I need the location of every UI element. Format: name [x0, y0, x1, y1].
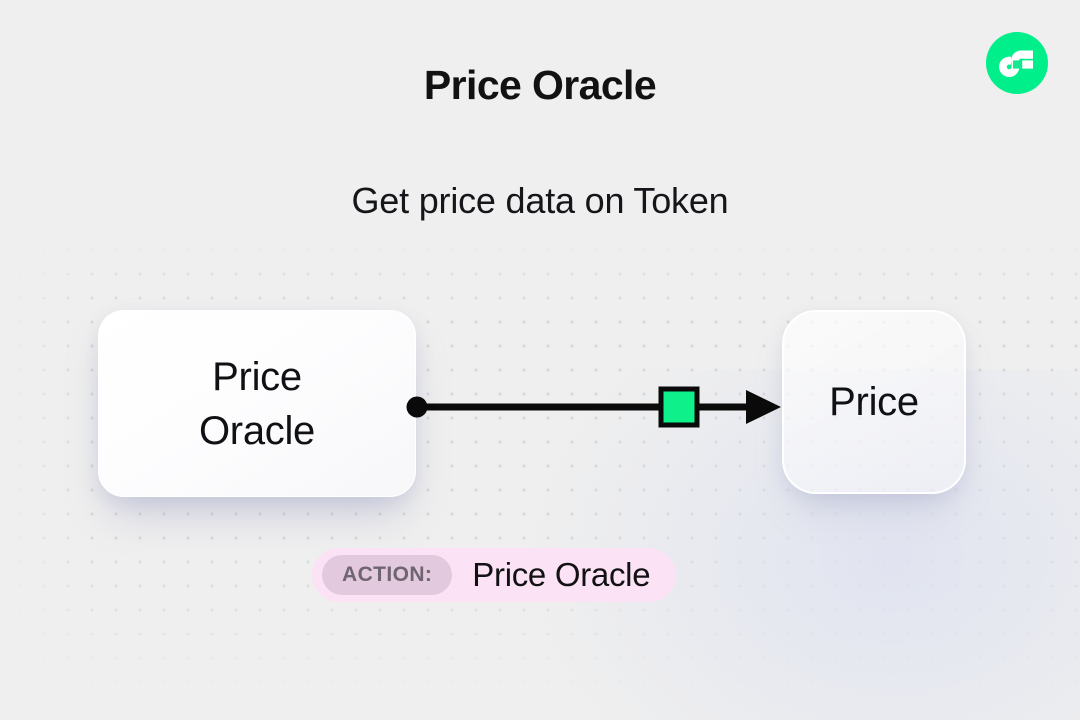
- node-price[interactable]: Price: [782, 310, 966, 494]
- page-subtitle: Get price data on Token: [351, 180, 729, 221]
- page-title: Price Oracle: [423, 62, 657, 108]
- node-price-label: Price: [829, 380, 919, 424]
- action-badge-label: ACTION:: [322, 555, 453, 595]
- node-price-oracle[interactable]: Price Oracle: [98, 310, 416, 497]
- edge-marker-square[interactable]: [658, 386, 700, 428]
- edge-arrowhead: [746, 390, 781, 424]
- action-badge-value: Price Oracle: [472, 556, 651, 593]
- action-badge[interactable]: ACTION: Price Oracle: [312, 548, 677, 602]
- node-price-oracle-label: Price Oracle: [198, 354, 315, 453]
- flow-logo-icon[interactable]: [986, 32, 1048, 94]
